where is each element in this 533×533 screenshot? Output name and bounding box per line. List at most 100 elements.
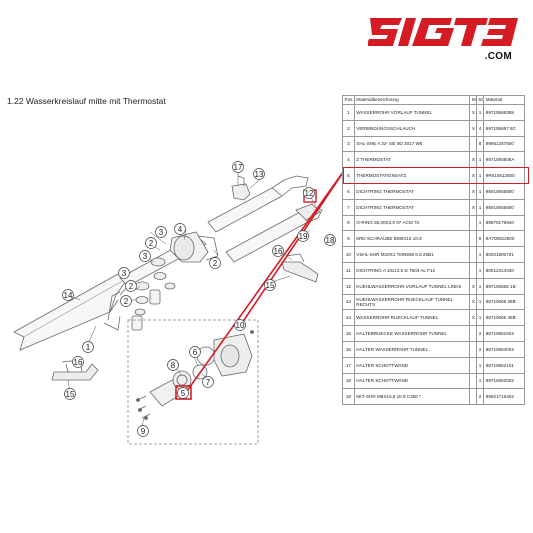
cell-st: 4: [475, 119, 485, 137]
cell-desc: WASSERROHR RUECKLAUF TUNNEL: [353, 309, 471, 327]
callout-2-a: 2: [149, 239, 154, 248]
col-header-desc: Materialbezeichnung: [353, 95, 471, 105]
cell-material: 99710654002: [483, 340, 525, 358]
cell-material: 997106657 8C: [483, 119, 525, 137]
callout-19: 19: [299, 232, 308, 241]
cell-st: 1: [475, 309, 485, 327]
callout-10: 10: [236, 321, 245, 330]
cell-pos: 7: [342, 198, 355, 216]
callout-15-left: 15: [66, 390, 75, 399]
callout-16-right: 16: [274, 247, 283, 256]
cell-material: 997106665 1B: [483, 277, 525, 295]
cell-desc: DICHTRING THERMOSTAT: [353, 198, 471, 216]
cell-pos: 17: [342, 356, 355, 374]
callout-9: 9: [141, 427, 146, 436]
callout-2-c: 2: [124, 297, 129, 306]
table-header-row: Pos. Materialbezeichnung M St. Material: [342, 95, 525, 105]
cell-st: 1: [475, 261, 485, 279]
cell-st: 1: [475, 293, 485, 311]
cell-pos: 6: [342, 182, 355, 200]
col-header-material: Material: [483, 95, 525, 105]
cell-desc: HALTER WASSERROHR TUNNEL: [353, 340, 471, 358]
cell-material: 99710651502: [483, 325, 525, 342]
callout-16-left: 16: [74, 358, 83, 367]
cell-st: 1: [475, 151, 485, 169]
cell-material: 99710665 28B: [483, 293, 525, 311]
cell-pos: 14: [342, 309, 355, 327]
cell-st: 1: [475, 104, 485, 121]
callout-3-b: 3: [143, 252, 148, 261]
cell-material: 99970179940: [483, 214, 525, 232]
cell-st: 1: [475, 182, 485, 200]
cell-pos: 1: [342, 104, 355, 121]
cell-material: 99710652002: [483, 372, 525, 390]
cell-pos: 15: [342, 325, 355, 342]
callout-13: 13: [255, 170, 264, 179]
cell-material: 90012314430: [483, 261, 525, 279]
cell-desc: KUEHLWASSERROHR RUECKLAUF TUNNEL RECHTS: [353, 293, 471, 311]
callout-6: 6: [193, 348, 198, 357]
cell-desc: WASSERROHR VORLAUF TUNNEL: [353, 104, 471, 121]
cell-desc: 6RD-SCHRAUBE BM6X16 10.9: [353, 230, 471, 248]
cell-pos: 10: [342, 246, 355, 263]
cell-pos: 19: [342, 388, 355, 406]
cell-material: 9A700812500: [483, 230, 525, 248]
cell-desc: KUEHLWASSERROHR VORLAUF TUNNEL LINKS: [353, 277, 471, 295]
cell-st: 1: [475, 372, 485, 390]
cell-pos: 5: [342, 167, 355, 184]
cell-desc: VERBINDUNGSSCHLAUCH: [353, 119, 471, 137]
callout-8: 8: [171, 361, 176, 370]
parts-table: Pos. Materialbezeichnung M St. Material …: [342, 95, 525, 406]
cell-st: 1: [475, 277, 485, 295]
callout-3-c: 3: [122, 269, 127, 278]
cell-st: 1: [475, 214, 485, 232]
cell-pos: 12: [342, 277, 355, 295]
cell-st: 8: [475, 135, 485, 153]
cell-st: 1: [475, 356, 485, 374]
cell-material: 99921716402: [483, 388, 525, 406]
cell-st: 2: [475, 340, 485, 358]
cell-pos: 11: [342, 261, 355, 279]
col-header-m: M: [469, 95, 477, 105]
cell-material: 9971060508A: [483, 151, 525, 169]
page-title: 1.22 Wasserkreislauf mitte mit Thermosta…: [7, 96, 166, 106]
cell-material: 9R610612500: [483, 167, 525, 184]
cell-pos: 8: [342, 214, 355, 232]
cell-desc: Z THERMOSTAT: [353, 151, 471, 169]
cell-material: 99710665388: [483, 104, 525, 121]
cell-material: 98010656800: [483, 198, 525, 216]
cell-st: 1: [475, 167, 485, 184]
brand-logo[interactable]: .COM: [366, 12, 518, 62]
callout-17: 17: [234, 163, 243, 172]
callout-1: 1: [86, 343, 91, 352]
callout-7: 7: [206, 378, 211, 387]
cell-material: 99710652101: [483, 356, 525, 374]
cell-material: 90021900701: [483, 246, 525, 263]
cell-st: 2: [475, 388, 485, 406]
cell-pos: 18: [342, 372, 355, 390]
cell-st: 2: [475, 325, 485, 342]
callout-15-right: 15: [266, 281, 275, 290]
cell-m: [469, 388, 477, 406]
cell-pos: 2: [342, 119, 355, 137]
cell-desc: DICHTRING A 10x13,5 D 7603 AL F12: [353, 261, 471, 279]
